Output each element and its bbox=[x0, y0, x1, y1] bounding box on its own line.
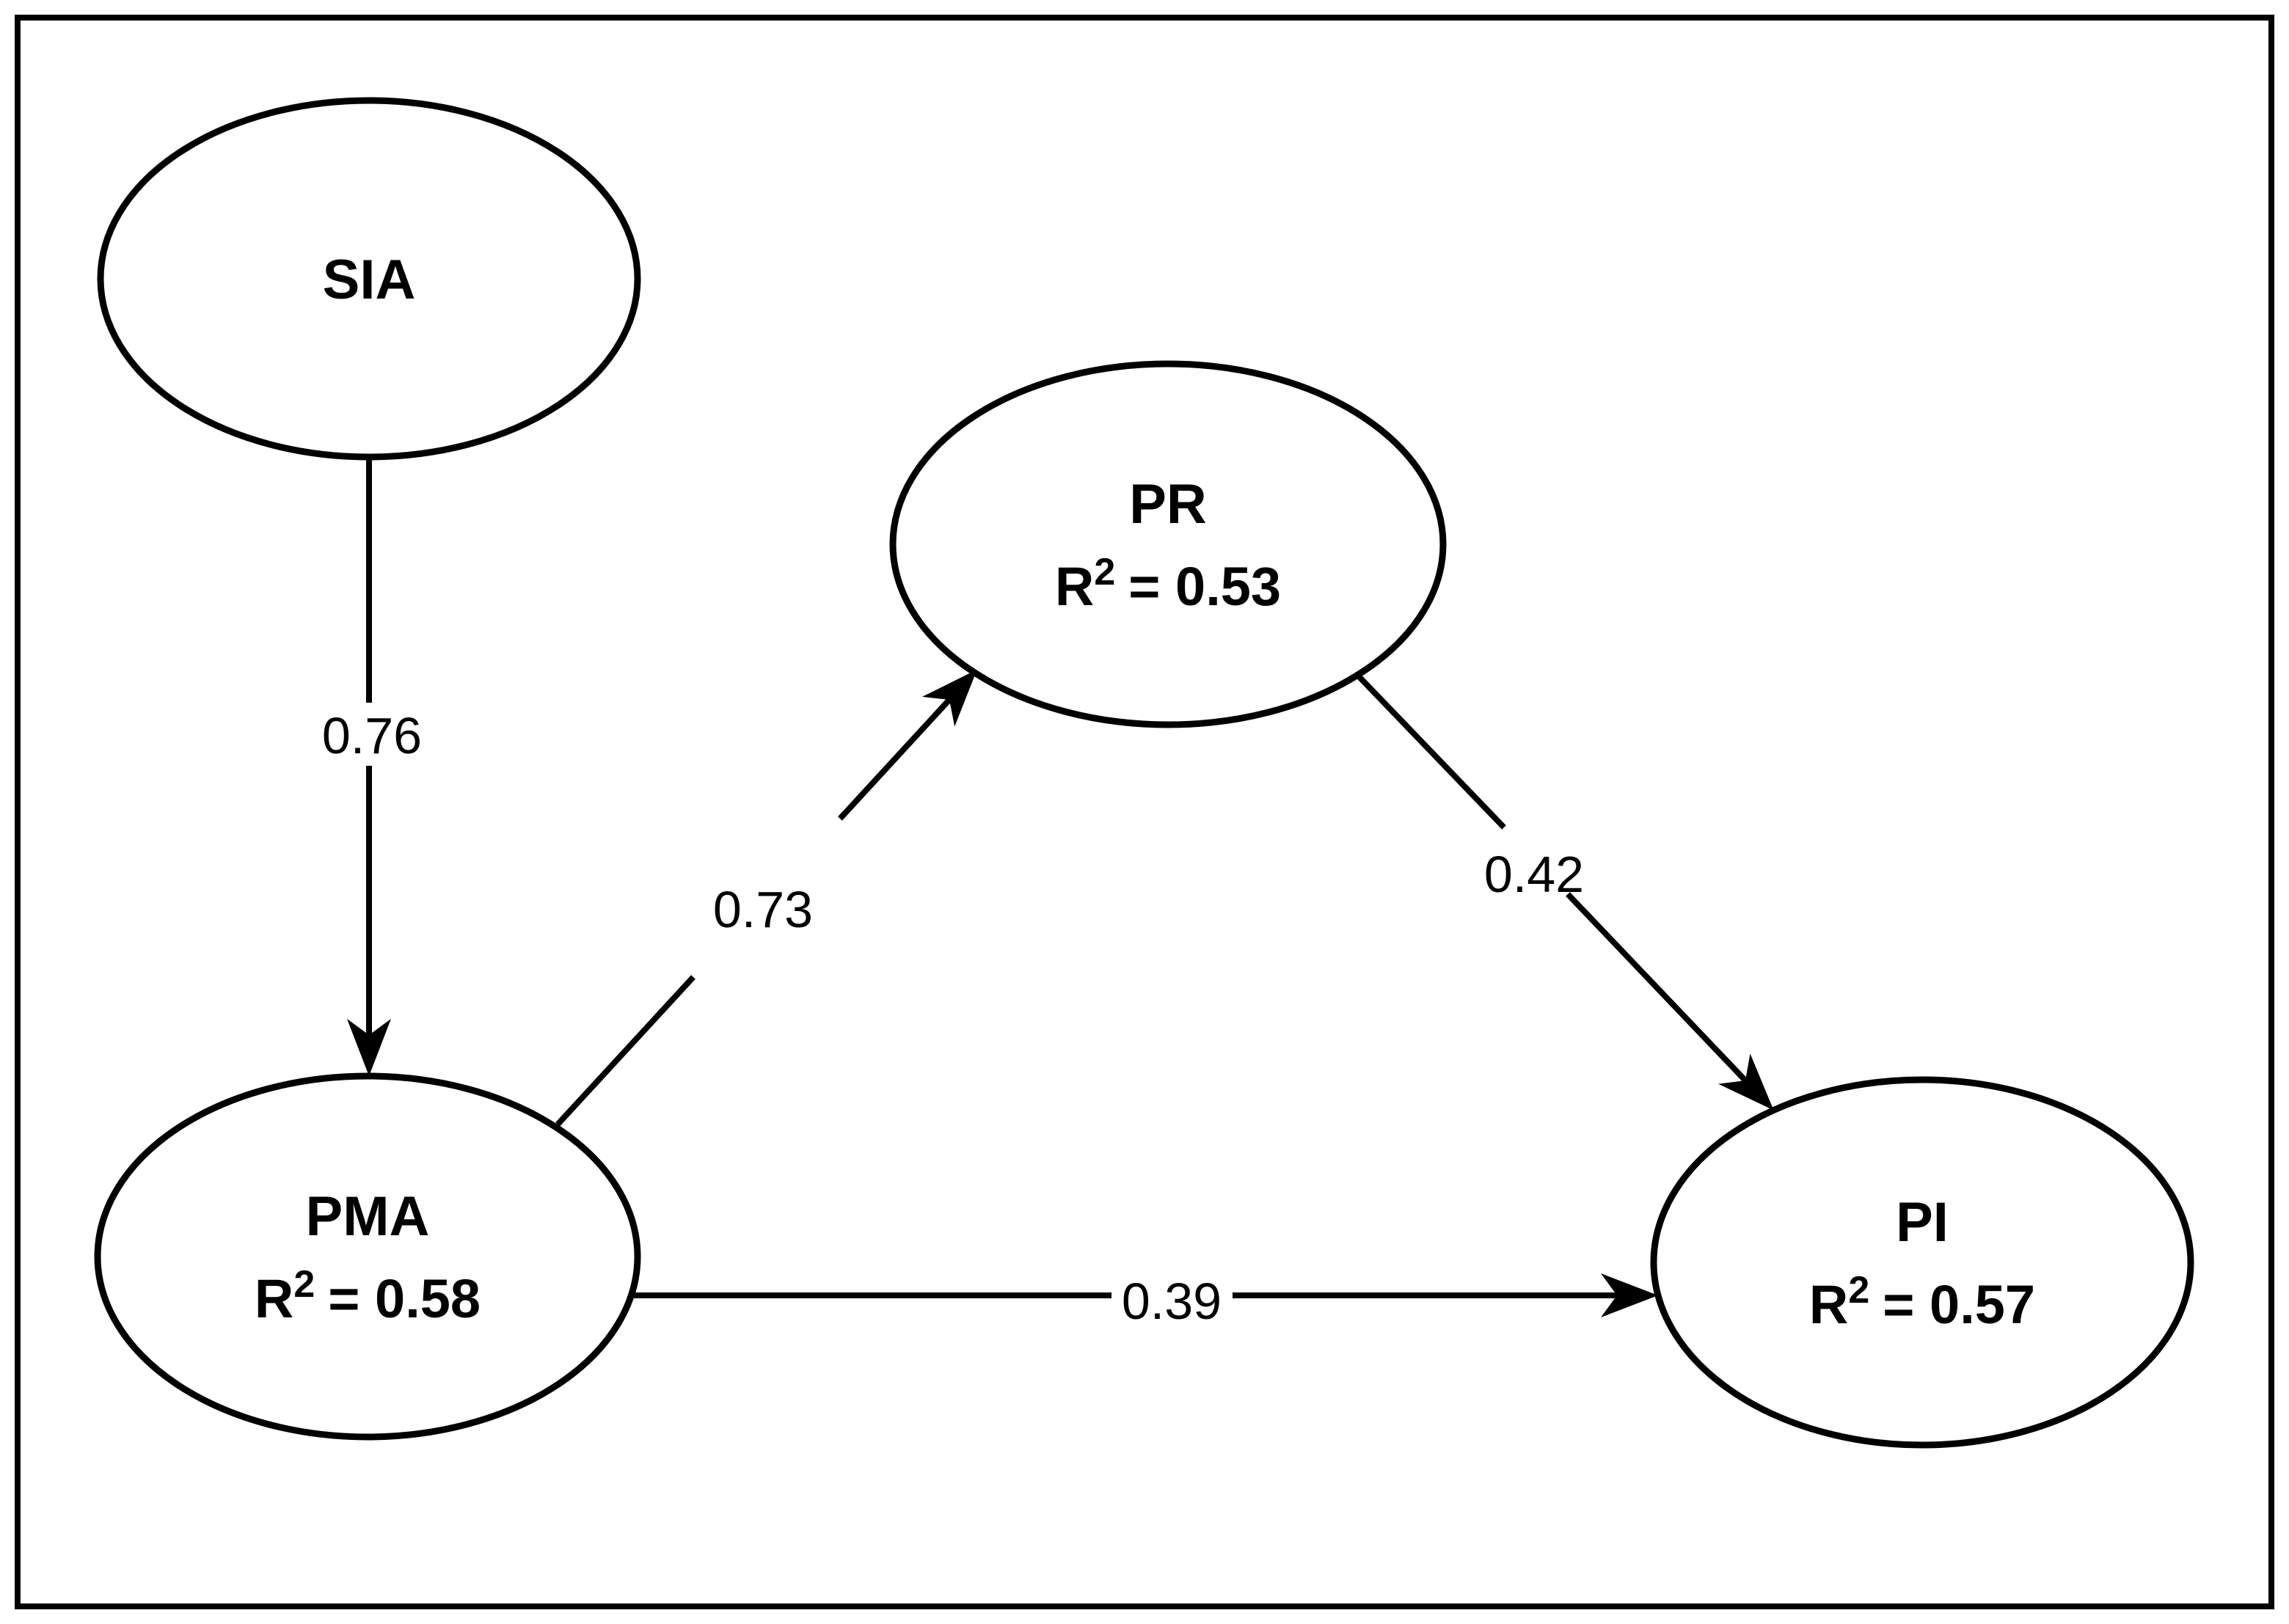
node-pma-label: PMA bbox=[306, 1185, 430, 1248]
node-sia: SIA bbox=[97, 97, 641, 461]
node-pr-label: PR bbox=[1129, 473, 1207, 535]
edge-labels: 0.76 0.73 0.42 0.39 bbox=[322, 707, 1584, 1330]
r2-value: = 0.53 bbox=[1128, 556, 1281, 617]
node-sia-label: SIA bbox=[323, 249, 416, 311]
node-pma: PMA R2 = 0.58 bbox=[94, 1072, 641, 1441]
edge-pr-pi-arrow-segment bbox=[1566, 892, 1774, 1111]
r2-base: R bbox=[1809, 1274, 1848, 1335]
edge-weight-pr-pi: 0.42 bbox=[1484, 846, 1584, 903]
r2-base: R bbox=[255, 1268, 293, 1329]
edge-pr-pi-segment bbox=[1355, 673, 1506, 830]
edge-weight-pma-pi: 0.39 bbox=[1122, 1273, 1222, 1330]
node-pma-ellipse bbox=[94, 1072, 641, 1441]
edge-weight-pma-pr: 0.73 bbox=[713, 881, 813, 938]
node-pma-r2: R2 = 0.58 bbox=[255, 1263, 481, 1329]
edge-pma-pr-segment bbox=[555, 975, 696, 1127]
node-pr-r2: R2 = 0.53 bbox=[1055, 551, 1281, 617]
node-pr: PR R2 = 0.53 bbox=[889, 360, 1447, 728]
r2-value: = 0.58 bbox=[328, 1268, 481, 1329]
node-pi-label: PI bbox=[1896, 1191, 1949, 1254]
edges bbox=[347, 457, 1774, 1317]
r2-superscript: 2 bbox=[1094, 551, 1115, 593]
edge-pma-pr bbox=[555, 669, 977, 1127]
r2-superscript: 2 bbox=[1848, 1269, 1869, 1312]
r2-superscript: 2 bbox=[293, 1263, 315, 1306]
nodes: SIA PR R2= 0.53 PMA R2= 0.58 PI R2= 0.57 bbox=[94, 97, 2194, 1449]
node-pi-ellipse bbox=[1650, 1076, 2194, 1449]
node-pi-r2: R2 = 0.57 bbox=[1809, 1269, 2035, 1335]
edge-weight-sia-pma: 0.76 bbox=[322, 707, 422, 764]
r2-value: = 0.57 bbox=[1883, 1274, 2035, 1335]
node-pr-ellipse bbox=[889, 360, 1447, 728]
edge-pr-pi bbox=[1355, 673, 1774, 1111]
r2-base: R bbox=[1055, 556, 1094, 617]
edge-pma-pr-arrow-segment bbox=[838, 669, 977, 821]
node-sia-ellipse bbox=[97, 97, 641, 461]
node-pi: PI R2 = 0.57 bbox=[1650, 1076, 2194, 1449]
